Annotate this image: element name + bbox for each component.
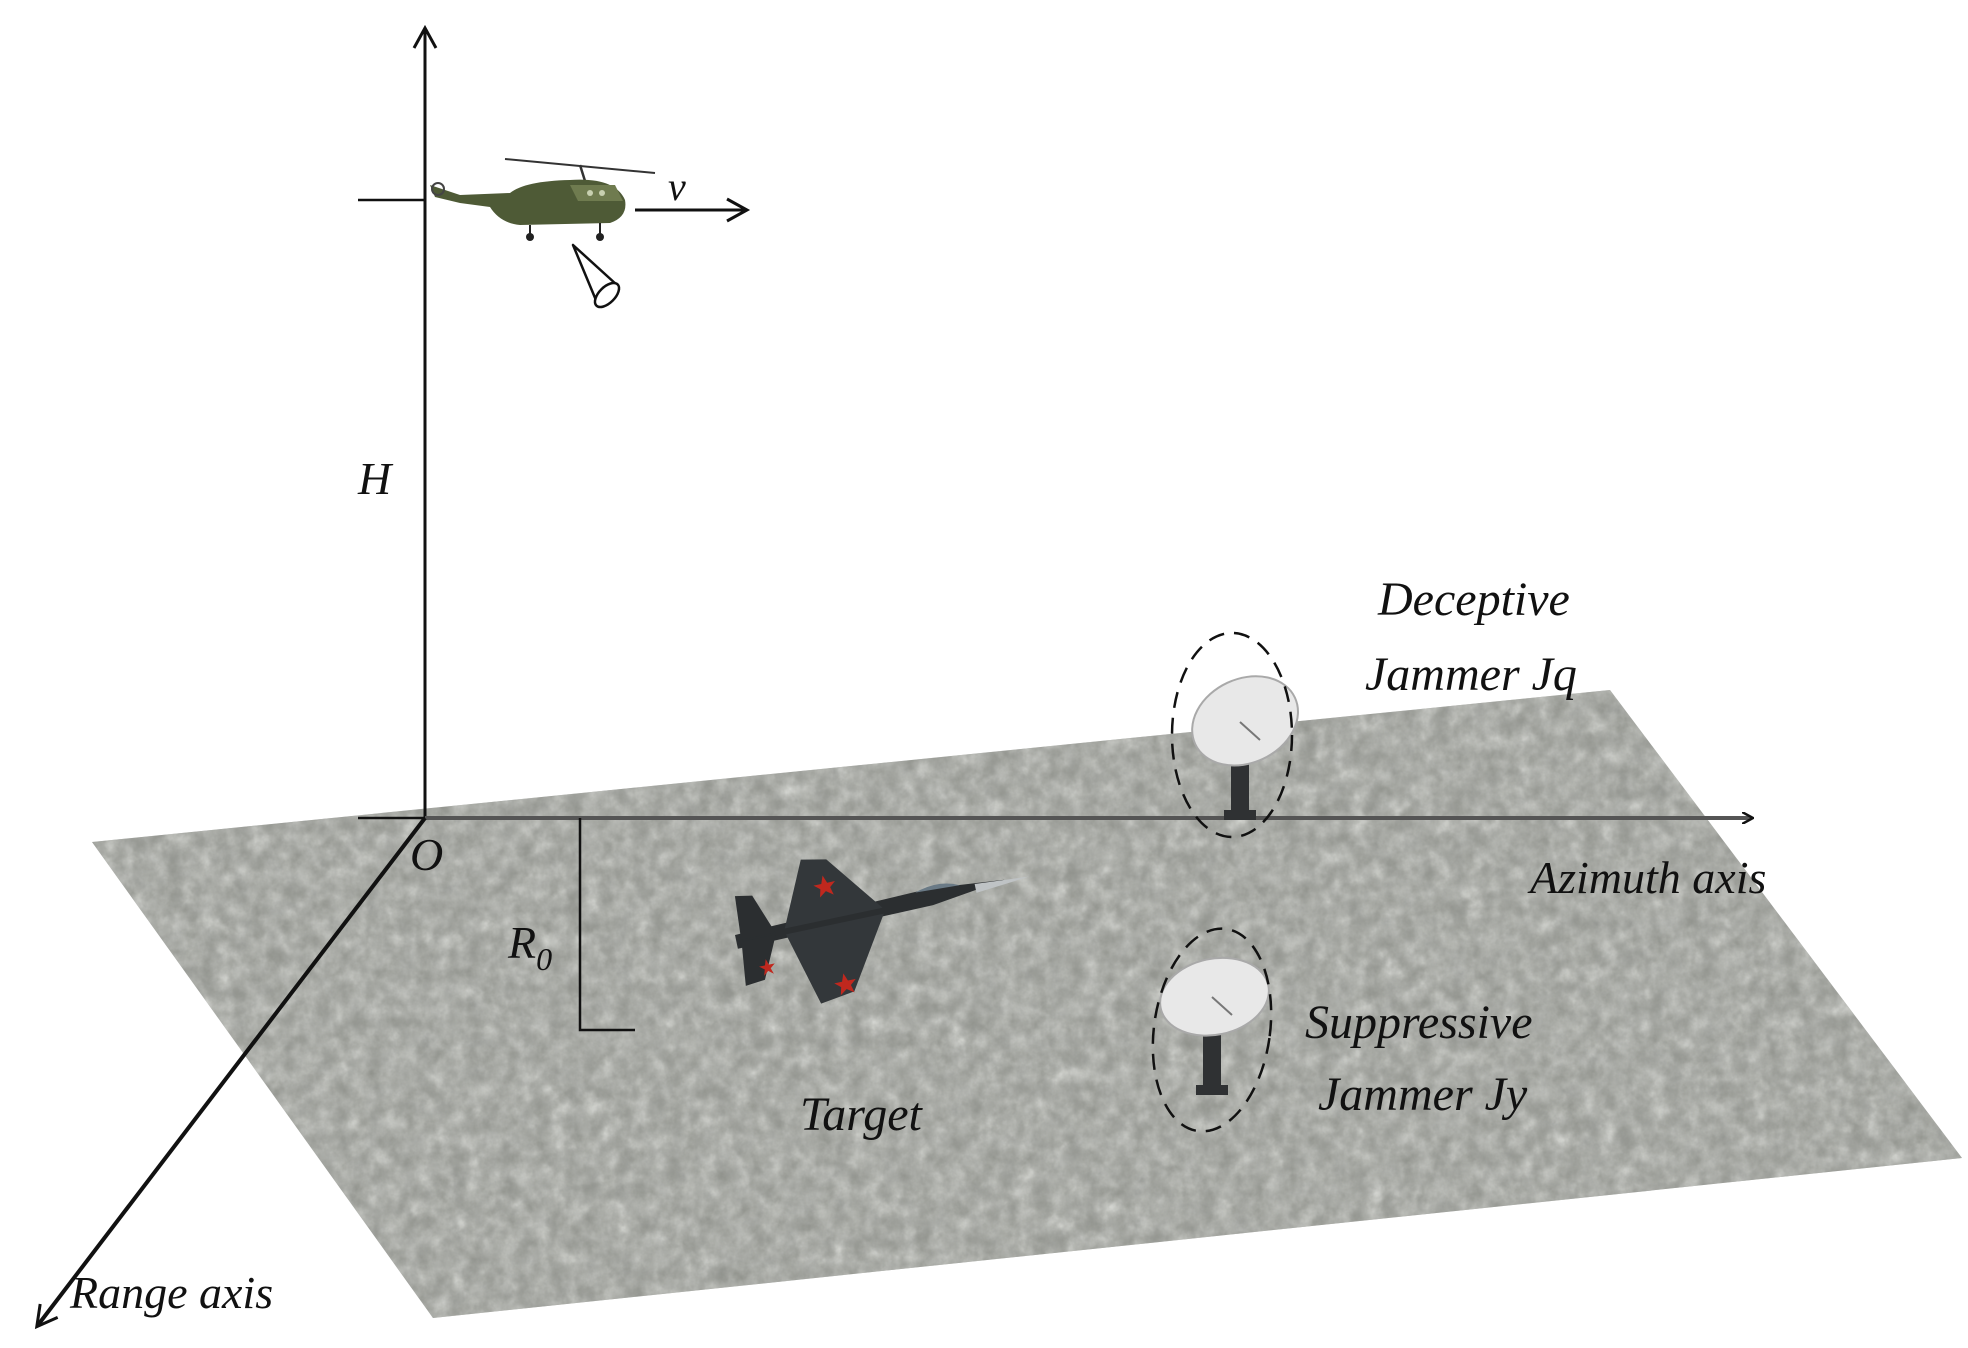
range-offset-label: R0 (507, 917, 552, 977)
range-offset-bracket (578, 818, 635, 1032)
radar-beam-cone-icon (571, 243, 621, 309)
range-axis-label: Range axis (69, 1267, 273, 1318)
range-axis (34, 816, 427, 1330)
fighter-jet-icon (734, 859, 1030, 1004)
satellite-dish-icon (1159, 956, 1270, 1095)
velocity-label: v (668, 164, 686, 209)
origin-label: O (410, 829, 443, 880)
deceptive-jammer-boundary (1170, 631, 1294, 839)
ground-surface (92, 690, 1962, 1318)
suppressive-jammer-label-line1: Suppressive (1305, 996, 1533, 1049)
height-label: H (357, 453, 394, 504)
helicopter-icon (430, 158, 656, 241)
azimuth-axis-label: Azimuth axis (1527, 852, 1766, 903)
target-label: Target (800, 1088, 923, 1141)
deceptive-jammer-label-line1: Deceptive (1377, 573, 1570, 626)
suppressive-jammer-boundary (1151, 927, 1273, 1133)
range-offset-label-sub: 0 (536, 941, 552, 977)
range-offset-label-base: R (507, 917, 536, 968)
satellite-dish-icon (1191, 675, 1299, 820)
deceptive-jammer-label-line2: Jammer Jq (1365, 648, 1577, 701)
suppressive-jammer-label-line2: Jammer Jy (1318, 1068, 1528, 1121)
